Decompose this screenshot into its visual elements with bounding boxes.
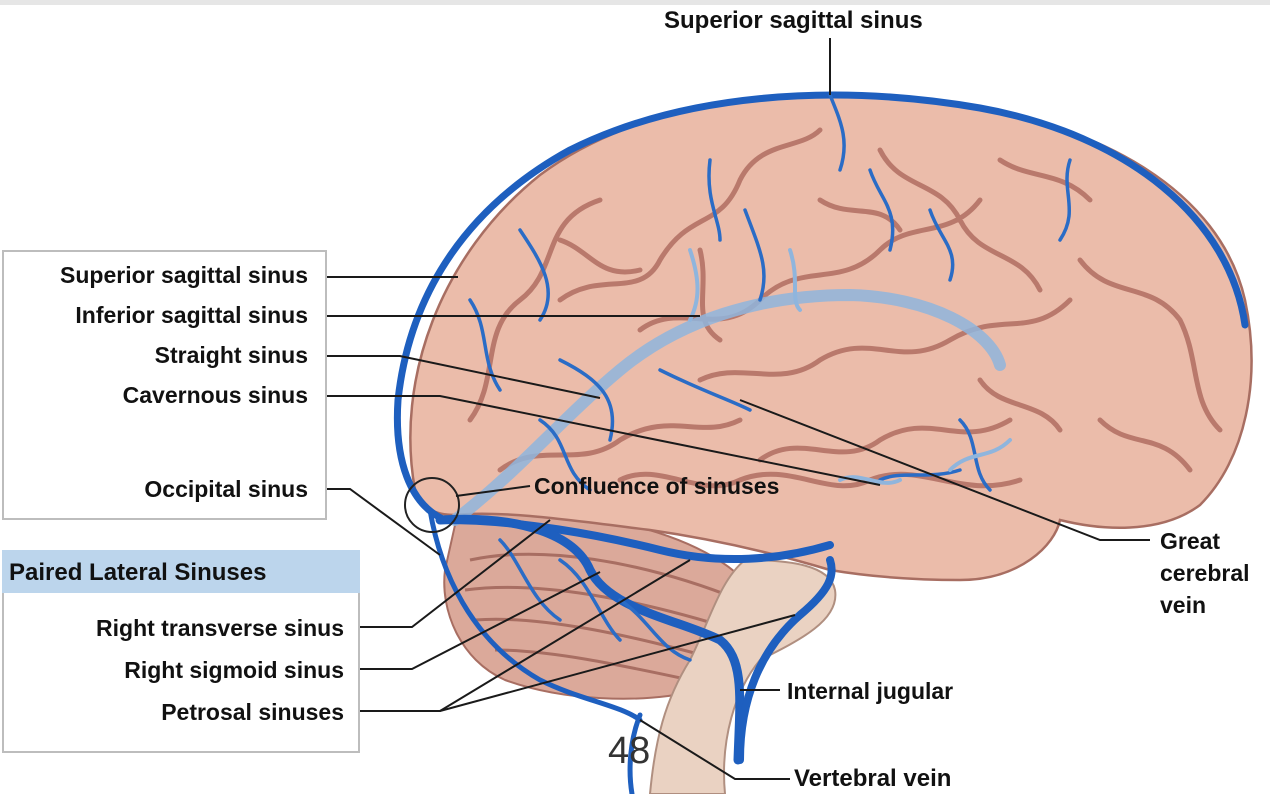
transverse-sinus	[435, 514, 745, 765]
label-petrosal-sinuses: Petrosal sinuses	[161, 699, 344, 725]
cerebrum	[409, 93, 1253, 582]
label-cavernous-sinus: Cavernous sinus	[122, 382, 308, 408]
label-straight-sinus: Straight sinus	[154, 342, 308, 368]
label-great-cerebral-vein-line1: Great	[1160, 528, 1221, 554]
label-confluence-of-sinuses: Confluence of sinuses	[534, 473, 780, 499]
inferior-sagittal-sinus	[449, 288, 1006, 526]
internal-jugular-vein	[736, 556, 836, 764]
label-right-sigmoid-sinus: Right sigmoid sinus	[124, 657, 344, 683]
page-number: 48	[608, 730, 651, 772]
vertebral-vein	[627, 712, 643, 794]
leader-lines	[316, 38, 1150, 780]
label-paired-lateral-sinuses: Paired Lateral Sinuses	[9, 559, 267, 586]
top-bar	[0, 0, 1270, 5]
label-right-transverse-sinus: Right transverse sinus	[96, 615, 344, 641]
confluence-circle	[404, 477, 460, 533]
label-great-cerebral-vein-line3: vein	[1160, 592, 1207, 618]
label-top-superior-sagittal-sinus: Superior sagittal sinus	[664, 7, 923, 34]
deep-veins	[688, 248, 1012, 485]
label-great-cerebral-vein-line2: cerebral	[1160, 560, 1250, 586]
paired-lateral-sinuses-header	[2, 550, 360, 593]
superior-sagittal-sinus	[393, 91, 1249, 524]
label-internal-jugular: Internal jugular	[787, 678, 954, 704]
label-vertebral-vein: Vertebral vein	[794, 765, 952, 792]
label-occipital-sinus: Occipital sinus	[144, 476, 308, 502]
sigmoid-sinus	[427, 507, 643, 723]
venous-system	[393, 91, 1249, 794]
label-superior-sagittal-sinus: Superior sagittal sinus	[60, 262, 308, 288]
dural-sinus-label-box	[2, 250, 327, 520]
label-inferior-sagittal-sinus: Inferior sagittal sinus	[75, 302, 308, 328]
